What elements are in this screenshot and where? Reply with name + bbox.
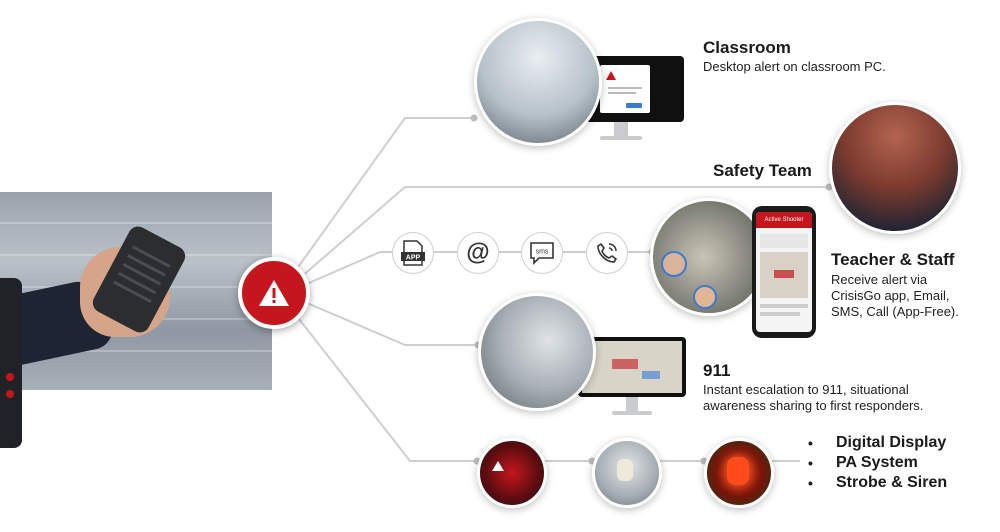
speaker-shape [617,459,633,481]
phone-alert-header: Active Shooter [756,212,812,228]
monitor-stand [626,397,638,411]
email-channel[interactable]: @ [457,232,499,274]
bullet-icon: • [808,435,813,451]
output-item-digital-display: • Digital Display [808,433,947,453]
bullet-icon: • [808,455,813,471]
pa-speaker-photo [592,438,662,508]
output-item-label: Strobe & Siren [836,474,948,491]
call-channel[interactable] [586,232,628,274]
strobe-siren-photo [704,438,774,508]
strobe-light [727,457,749,485]
output-item-label: PA System [836,454,918,471]
output-list: • Digital Display • PA System • Strobe &… [808,433,947,493]
email-at-icon: @ [466,239,490,266]
output-item-pa-system: • PA System [808,453,947,473]
safety-team-title: Safety Team [713,161,812,180]
app-icon-label: APP [406,255,421,262]
staff-avatar [693,285,717,309]
alert-hub[interactable] [238,257,310,329]
digital-display-photo [477,438,547,508]
dispatch-911-description-line: awareness sharing to first responders. [703,398,924,413]
panic-button-photo [0,192,272,390]
monitor-base [612,411,652,415]
connector-safety-team [299,186,829,279]
monitor-base [600,136,642,140]
display-warning-icon [492,461,504,471]
classroom-description: Desktop alert on classroom PC. [703,59,886,74]
teacher-staff-description-line: SMS, Call (App-Free). [831,304,959,319]
safety-team-photo [829,102,961,234]
sms-icon-label: sms [536,249,549,256]
dispatch-911-description-line: Instant escalation to 911, situational [703,382,909,397]
output-item-label: Digital Display [836,434,947,451]
classroom-title: Classroom [703,38,791,57]
mobile-phone: Active Shooter [752,206,816,338]
teacher-staff-description-line: CrisisGo app, Email, [831,288,950,303]
bullet-icon: • [808,475,813,491]
connector-outputs [291,309,800,462]
monitor-stand [614,122,628,136]
dispatch-map [582,341,682,393]
connector-node-classroom [470,114,478,122]
dispatch-911-description: Instant escalation to 911, situational a… [703,382,923,414]
phone-map [760,252,808,298]
dialog-warning-icon [606,71,616,80]
wearable-device [0,278,22,448]
phone-screen: Active Shooter [756,212,812,332]
teacher-staff-description: Receive alert via CrisisGo app, Email, S… [831,272,959,320]
alert-dialog [600,65,650,113]
campus-map-photo [650,198,768,316]
output-item-strobe-siren: • Strobe & Siren [808,473,947,493]
app-channel[interactable]: APP [392,232,434,274]
classroom-photo [474,18,602,146]
dispatcher-photo [478,293,596,411]
dispatch-911-title: 911 [703,361,731,380]
dispatch-monitor [578,337,686,397]
warning-icon [259,280,289,306]
sms-icon: sms [530,242,554,265]
teacher-staff-description-line: Receive alert via [831,272,928,287]
phone-call-icon [597,243,617,263]
connector-classroom [295,117,474,271]
app-icon: APP [401,240,425,266]
sms-channel[interactable]: sms [521,232,563,274]
teacher-staff-title: Teacher & Staff [831,250,955,269]
staff-avatar [661,251,687,277]
connector-911 [299,299,478,346]
